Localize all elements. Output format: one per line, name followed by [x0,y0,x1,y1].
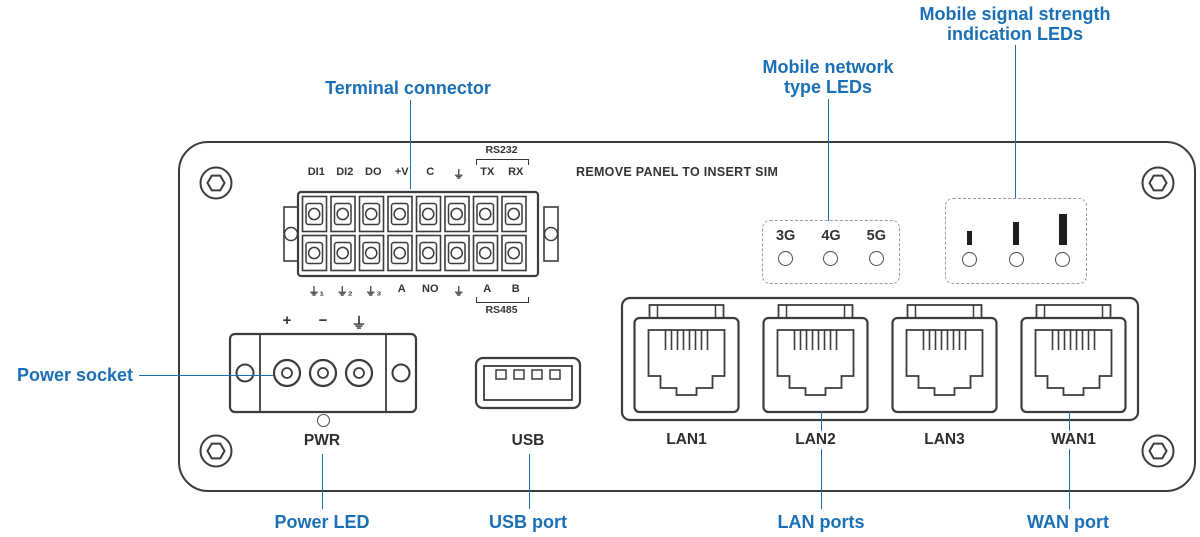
led-column: 3G [763,221,808,283]
callout-text-line: Mobile network [762,57,894,77]
callout-terminal-connector: Terminal connector [325,78,491,98]
terminal-pin-label: +V [394,166,409,178]
terminal-pin-label: DI2 [336,166,354,178]
signal-bar-icon [966,231,972,245]
port-label-lan1: LAN1 [661,431,712,449]
signal-bar-icon [1012,222,1020,245]
terminal-bottom-labels: ⏚₁ ⏚₂ ⏚₃ A NO ⏚ A B [302,283,530,299]
callout-line-signal-leds [1014,45,1017,198]
callout-line-power-socket [139,374,273,377]
port-label-wan1: WAN1 [1046,431,1101,449]
network-type-led-group: 3G 4G 5G [762,220,900,284]
terminal-pin-label: TX [480,166,495,178]
terminal-pin-label: DO [365,166,382,178]
callout-line-usb [528,454,531,509]
ground-symbol: ⏚ [453,286,465,298]
ground-symbol: ⏚ [351,315,367,332]
power-socket-graphic [228,332,418,414]
led-indicator [961,252,977,267]
led-indicator [1008,252,1024,267]
callout-mobile-network-leds: Mobile network type LEDs [728,57,928,97]
callout-usb-port: USB port [489,512,567,532]
power-pin-plus: + [282,312,292,329]
callout-mobile-signal-leds: Mobile signal strength indication LEDs [890,4,1140,44]
power-pin-minus: − [318,312,328,329]
terminal-pin-label: A [483,283,492,295]
callout-wan-port: WAN port [1027,512,1109,532]
ground-symbol: ⏚₃ [365,286,382,298]
power-pin-labels: + − ⏚ [269,312,377,333]
led-indicator [823,251,839,266]
ethernet-ports-graphic [620,296,1140,422]
led-column [1039,199,1086,283]
signal-strength-led-group [945,198,1087,284]
callout-power-led: Power LED [274,512,370,532]
rs485-bracket [476,297,529,303]
screw-icon [199,434,233,468]
screw-icon [199,166,233,200]
led-column [993,199,1040,283]
callout-text-line: Mobile signal strength [919,4,1111,24]
led-indicator [1055,252,1071,267]
callout-line-wan [1068,411,1071,509]
usb-label: USB [511,432,545,449]
pwr-label: PWR [303,432,341,449]
rs232-label: RS232 [485,144,518,156]
callout-line-terminal [409,100,412,189]
callout-line-network-leds [827,99,830,221]
led-label-3g: 3G [775,228,796,244]
screw-icon [1141,166,1175,200]
signal-bar-icon [1058,214,1067,245]
terminal-pin-label: RX [508,166,524,178]
terminal-connector-graphic [283,190,559,278]
rs485-label: RS485 [485,304,518,316]
led-column: 4G [808,221,853,283]
rs232-bracket [476,159,529,165]
terminal-top-labels: DI1 DI2 DO +V C ⏚ TX RX [302,166,530,182]
terminal-pin-label: A [397,283,406,295]
led-column: 5G [854,221,899,283]
callout-line-power-led [321,454,324,509]
sim-note: REMOVE PANEL TO INSERT SIM [576,165,779,179]
led-indicator [778,251,794,266]
screw-icon [1141,434,1175,468]
ground-symbol: ⏚₁ [308,286,325,298]
led-label-5g: 5G [866,228,886,244]
callout-lan-ports: LAN ports [777,512,865,532]
ground-symbol: ⏚ [453,169,465,181]
usb-port-graphic [474,356,582,410]
terminal-pin-label: DI1 [307,166,325,178]
callout-text-line: indication LEDs [946,24,1083,44]
callout-line-lan [820,411,823,509]
ground-symbol: ⏚₂ [336,286,353,298]
terminal-pin-label: C [426,166,435,178]
terminal-pin-label: B [511,283,520,295]
power-led-indicator [317,414,330,427]
callout-text-line: type LEDs [783,77,873,97]
led-column [946,199,993,283]
terminal-pin-label: NO [422,283,439,295]
led-indicator [868,251,884,266]
port-label-lan2: LAN2 [790,431,841,449]
callout-power-socket: Power socket [16,365,133,385]
led-label-4g: 4G [821,228,841,244]
port-label-lan3: LAN3 [919,431,970,449]
